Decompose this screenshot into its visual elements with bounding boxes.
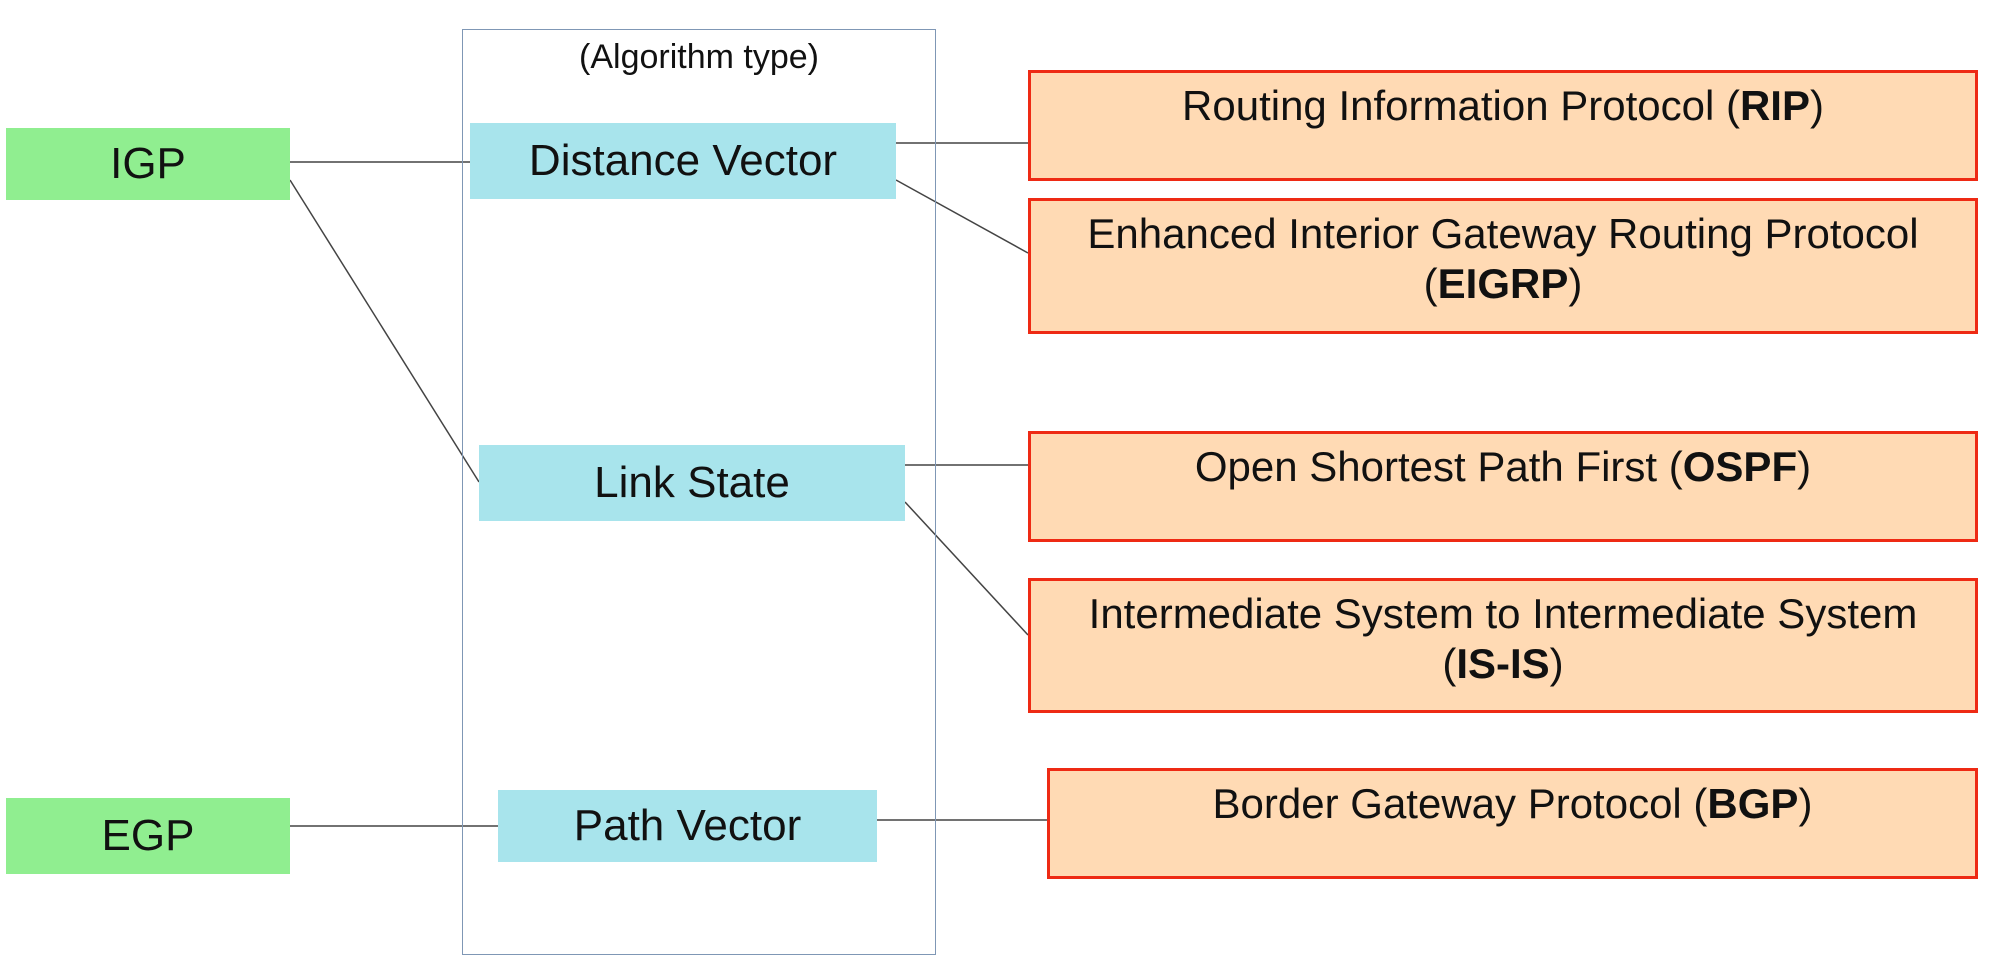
bgp-close: ) xyxy=(1798,780,1813,827)
link-state-label: Link State xyxy=(594,457,790,507)
bgp-box: Border Gateway Protocol (BGP) xyxy=(1047,768,1978,879)
ospf-name: Open Shortest Path First ( xyxy=(1194,443,1683,490)
connector-igp-link-state xyxy=(289,179,480,483)
bgp-text: Border Gateway Protocol (BGP) xyxy=(1213,775,1813,829)
rip-name: Routing Information Protocol ( xyxy=(1182,82,1740,129)
eigrp-box: Enhanced Interior Gateway Routing Protoc… xyxy=(1028,198,1978,334)
link-state-box: Link State xyxy=(479,445,905,521)
ospf-box: Open Shortest Path First (OSPF) xyxy=(1028,431,1978,542)
distance-vector-box: Distance Vector xyxy=(470,123,896,199)
eigrp-abbr: EIGRP xyxy=(1437,260,1569,308)
egp-label: EGP xyxy=(101,810,195,860)
bgp-abbr: BGP xyxy=(1707,780,1799,827)
rip-abbr: RIP xyxy=(1739,82,1810,129)
igp-label: IGP xyxy=(110,138,186,188)
rip-close: ) xyxy=(1809,82,1824,129)
ospf-text: Open Shortest Path First (OSPF) xyxy=(1195,438,1811,492)
algorithm-type-group: (Algorithm type) xyxy=(462,29,936,955)
isis-name: Intermediate System to Intermediate Syst… xyxy=(1088,590,1918,688)
bgp-name: Border Gateway Protocol ( xyxy=(1212,780,1708,827)
connector-distance-vector-eigrp xyxy=(895,179,1029,254)
ospf-abbr: OSPF xyxy=(1682,443,1798,490)
egp-box: EGP xyxy=(6,798,290,874)
isis-box: Intermediate System to Intermediate Syst… xyxy=(1028,578,1978,713)
ospf-close: ) xyxy=(1797,443,1812,490)
eigrp-close: ) xyxy=(1568,260,1583,308)
connector-link-state-isis xyxy=(904,501,1029,636)
rip-box: Routing Information Protocol (RIP) xyxy=(1028,70,1978,181)
isis-text: Intermediate System to Intermediate Syst… xyxy=(1051,585,1955,690)
path-vector-box: Path Vector xyxy=(498,790,877,862)
eigrp-text: Enhanced Interior Gateway Routing Protoc… xyxy=(1051,205,1955,310)
isis-abbr: IS-IS xyxy=(1456,640,1550,688)
distance-vector-label: Distance Vector xyxy=(528,135,838,185)
igp-box: IGP xyxy=(6,128,290,200)
eigrp-name: Enhanced Interior Gateway Routing Protoc… xyxy=(1087,210,1919,308)
rip-text: Routing Information Protocol (RIP) xyxy=(1182,77,1824,131)
isis-close: ) xyxy=(1549,640,1564,688)
path-vector-label: Path Vector xyxy=(573,800,802,850)
algorithm-type-label: (Algorithm type) xyxy=(579,38,819,76)
